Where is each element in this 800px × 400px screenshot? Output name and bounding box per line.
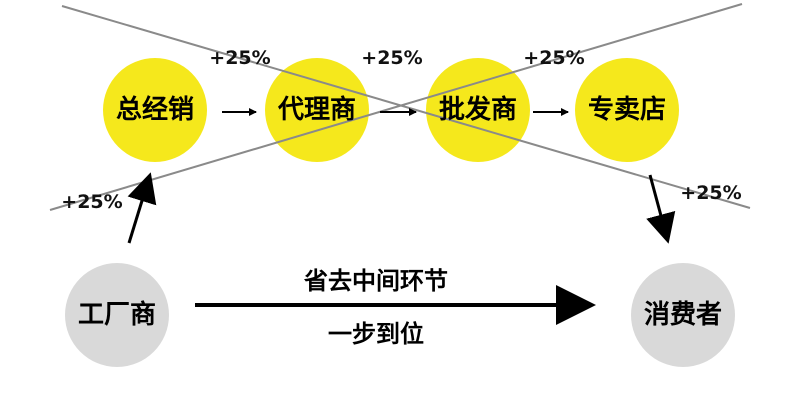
- label-wholesaler: 批发商: [439, 94, 517, 125]
- node-factory: [65, 263, 169, 367]
- arrow-factory-to-general: [127, 172, 157, 244]
- cross-line-ascending: [49, 3, 743, 211]
- label-general-distributor: 总经销: [116, 94, 194, 125]
- markup-general-to-agent: +25%: [209, 47, 270, 69]
- markup-retailer-to-consumer: +25%: [680, 182, 741, 204]
- cross-line-descending: [61, 5, 751, 209]
- caption-skip-middlemen: 省去中间环节: [303, 267, 448, 295]
- node-general-distributor: [103, 58, 207, 162]
- caption-one-step: 一步到位: [328, 320, 424, 348]
- label-retailer: 专卖店: [588, 95, 666, 125]
- arrow-retailer-to-consumer: [646, 174, 676, 244]
- label-agent: 代理商: [277, 94, 356, 125]
- node-retailer: [575, 58, 679, 162]
- node-consumer: [631, 263, 735, 367]
- markup-factory-to-general: +25%: [61, 191, 122, 213]
- markup-wholesaler-to-retailer: +25%: [523, 47, 584, 69]
- label-factory: 工厂商: [78, 299, 156, 330]
- markup-agent-to-wholesaler: +25%: [361, 47, 422, 69]
- node-agent: [265, 58, 369, 162]
- label-consumer: 消费者: [644, 300, 722, 330]
